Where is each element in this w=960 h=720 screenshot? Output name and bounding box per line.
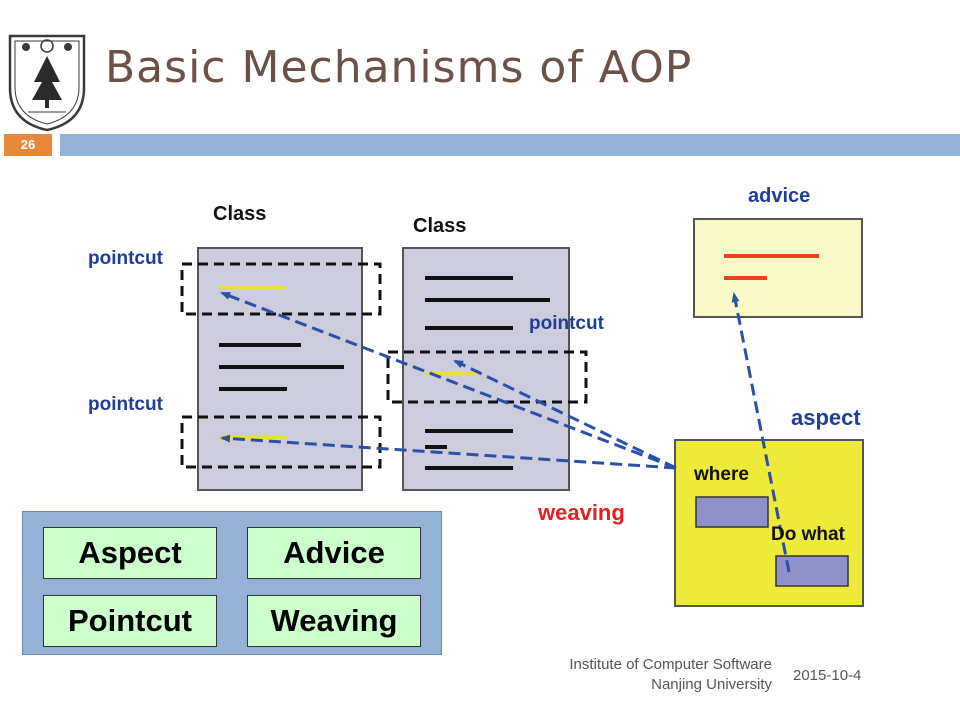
aspect-label: aspect xyxy=(791,405,861,430)
header-bar xyxy=(60,134,960,156)
do-what-label: Do what xyxy=(771,524,846,545)
concept-advice: Advice xyxy=(247,527,421,579)
class-box-2 xyxy=(402,247,570,491)
footer-institute: Institute of Computer Software Nanjing U… xyxy=(480,655,772,695)
pointcut-label-2: pointcut xyxy=(88,394,164,415)
class-2-code-lines xyxy=(425,276,550,470)
pointcut-region-3 xyxy=(386,350,588,404)
concept-aspect: Aspect xyxy=(43,527,217,579)
where-label: where xyxy=(693,464,749,485)
slide-title: Basic Mechanisms of AOP xyxy=(105,42,693,93)
weaving-label: weaving xyxy=(537,500,625,525)
footer-date: 2015-10-4 xyxy=(793,667,862,684)
class-label-1: Class xyxy=(213,203,266,225)
advice-label: advice xyxy=(748,185,810,207)
concept-pointcut: Pointcut xyxy=(43,595,217,647)
concept-panel: Aspect Advice Pointcut Weaving xyxy=(22,511,442,655)
advice-box xyxy=(693,218,863,318)
footer-institute-line1: Institute of Computer Software xyxy=(569,656,772,673)
pointcut-region-2 xyxy=(180,415,382,469)
pointcut-label-1: pointcut xyxy=(88,248,164,269)
footer-institute-line2: Nanjing University xyxy=(651,676,772,693)
slide-number: 26 xyxy=(4,134,52,156)
class-label-2: Class xyxy=(413,215,466,237)
pointcut-label-3: pointcut xyxy=(529,313,605,334)
concept-weaving: Weaving xyxy=(247,595,421,647)
where-block xyxy=(695,496,769,528)
class-1-code-lines xyxy=(219,285,344,440)
weaving-arrows xyxy=(220,291,791,573)
university-logo xyxy=(8,34,86,132)
pointcut-region-1 xyxy=(180,262,382,316)
